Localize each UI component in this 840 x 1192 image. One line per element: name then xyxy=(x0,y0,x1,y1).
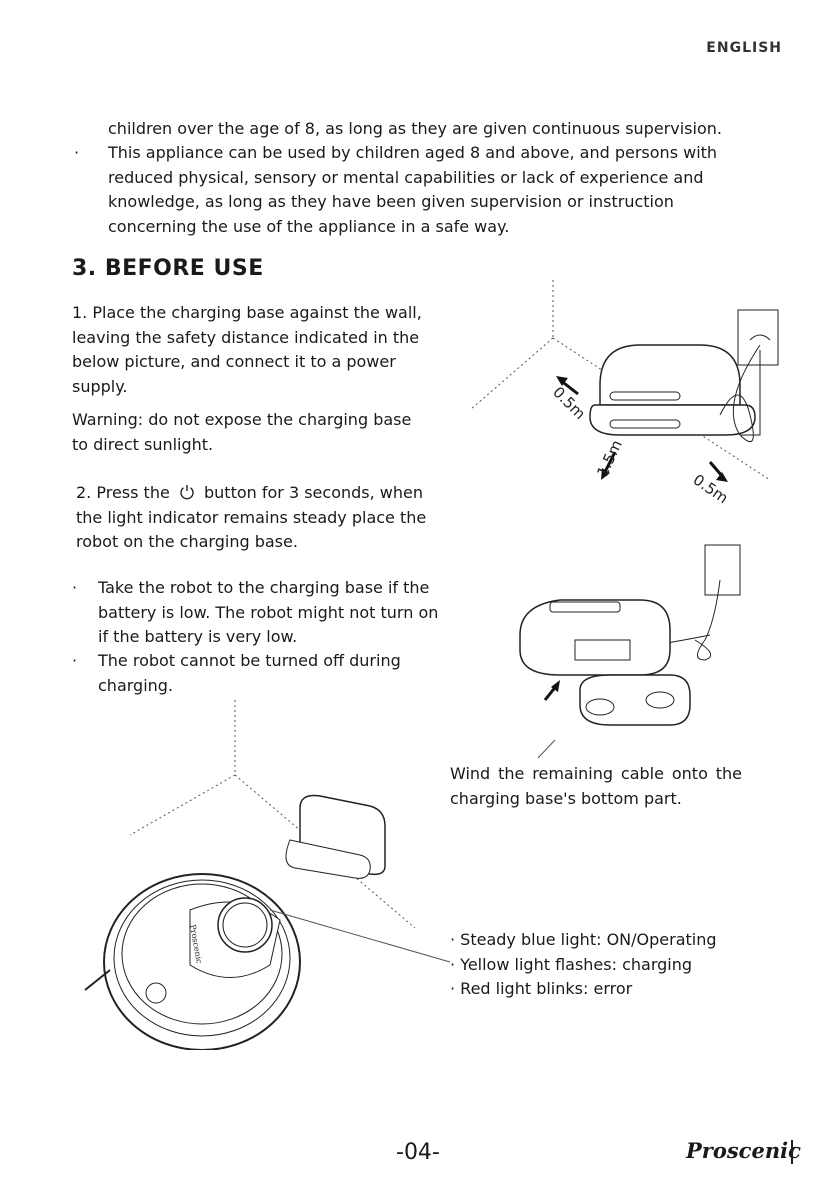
cable-winding-figure xyxy=(519,544,741,759)
intro-bullet: · This appliance can be used by children… xyxy=(74,143,718,236)
robot-vacuum-figure: Proscenic xyxy=(84,700,451,1050)
distance-right-label: 0.5m xyxy=(690,471,732,508)
intro-continued: children over the age of 8, as long as t… xyxy=(108,119,722,138)
bullet-dot: · xyxy=(72,578,78,597)
bullet-dot: · xyxy=(72,651,78,670)
charging-base-distance-figure: 0.5m 1.5m 0.5m xyxy=(469,280,779,508)
step-2: 2. Press the button for 3 seconds, when … xyxy=(76,483,427,551)
bullet-dot: · xyxy=(74,143,80,162)
distance-front-label: 1.5m xyxy=(593,437,626,479)
legend-item-yellow: · Yellow light flashes: charging xyxy=(450,954,693,974)
language-label: ENGLISH xyxy=(706,40,782,56)
legend-item-red: · Red light blinks: error xyxy=(450,979,633,998)
step-1: 1. Place the charging base against the w… xyxy=(72,303,422,396)
footer-divider xyxy=(791,1140,793,1164)
note-1: · Take the robot to the charging base if… xyxy=(72,578,439,646)
power-icon xyxy=(179,483,195,500)
brand-logo: Proscenic xyxy=(686,1138,801,1163)
note-2: · The robot cannot be turned off during … xyxy=(72,651,401,695)
distance-left-label: 0.5m xyxy=(549,383,589,423)
cable-note: Wind the remaining cable onto the chargi… xyxy=(450,764,742,808)
section-title: 3. BEFORE USE xyxy=(72,256,264,281)
page-number: -04- xyxy=(396,1140,440,1165)
warning-text: Warning: do not expose the charging base… xyxy=(72,410,412,454)
legend-item-blue: · Steady blue light: ON/Operating xyxy=(450,930,717,949)
indicator-legend: · Steady blue light: ON/Operating · Yell… xyxy=(450,928,717,1002)
